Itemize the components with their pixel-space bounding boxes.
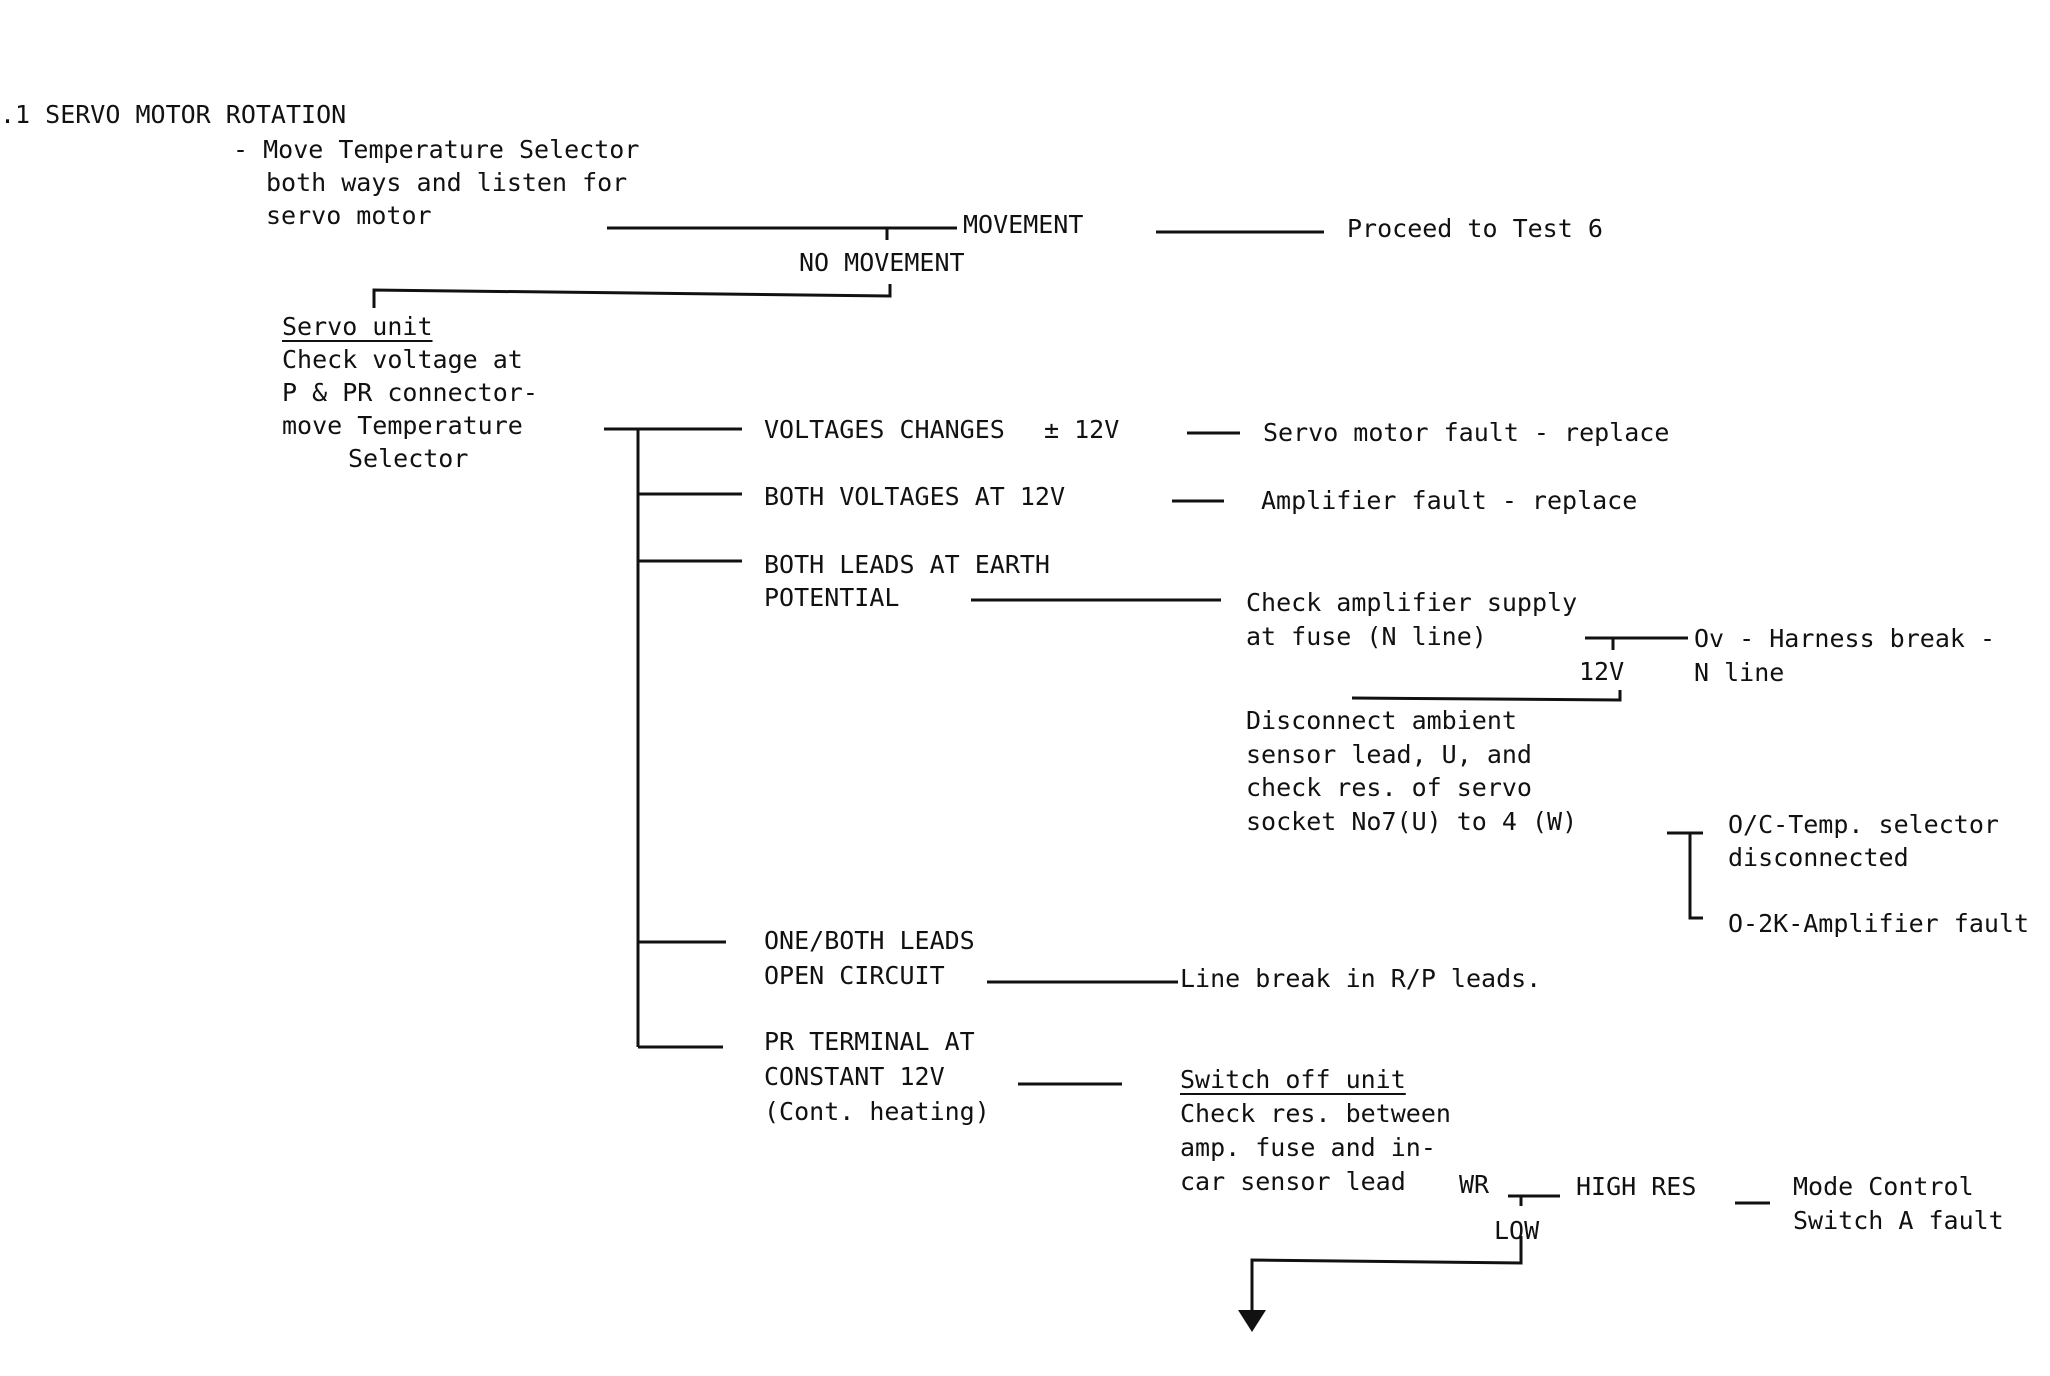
wr-label: WR — [1459, 1170, 1490, 1199]
connector-12v-disconnect — [1351, 690, 1622, 702]
branch-pr-line1: PR TERMINAL AT — [764, 1027, 975, 1056]
oc-temp-line2: disconnected — [1728, 843, 1909, 872]
branch-earth-line1: BOTH LEADS AT EARTH — [764, 550, 1050, 579]
step1-line3: servo motor — [266, 201, 432, 230]
branch-earth-line2: POTENTIAL — [764, 583, 900, 612]
servo-line2: P & PR connector- — [282, 378, 538, 407]
low-label: LOW — [1494, 1216, 1540, 1245]
disconnect-line3: check res. of servo — [1246, 773, 1532, 802]
servo-line1: Check voltage at — [282, 345, 523, 374]
branch-open-line1: ONE/BOTH LEADS — [764, 926, 975, 955]
branch-voltage-change-label: VOLTAGES CHANGES — [764, 415, 1005, 444]
mode-control-line2: Switch A fault — [1793, 1206, 2004, 1235]
proceed-label: Proceed to Test 6 — [1347, 214, 1603, 243]
check-amp-line1: Check amplifier supply — [1246, 588, 1578, 617]
disconnect-line4: socket No7(U) to 4 (W) — [1246, 807, 1578, 836]
connector-no-movement — [372, 284, 892, 308]
switch-off-heading: Switch off unit — [1180, 1065, 1406, 1094]
connector-disc-bracket — [1688, 833, 1703, 920]
movement-label: MOVEMENT — [963, 210, 1084, 239]
switch-line2: amp. fuse and in- — [1180, 1133, 1436, 1162]
o2k-amp-fault: O-2K-Amplifier fault — [1728, 909, 2030, 938]
step1-line2: both ways and listen for — [266, 168, 628, 197]
branch-voltage-change-value: ± 12V — [1044, 415, 1120, 444]
ov-harness-line1: Ov - Harness break - — [1694, 624, 1996, 653]
disconnect-line2: sensor lead, U, and — [1246, 740, 1532, 769]
high-res-label: HIGH RES — [1576, 1172, 1697, 1201]
step1-line1: - Move Temperature Selector — [233, 135, 640, 164]
check-amp-line2: at fuse (N line) — [1246, 622, 1487, 651]
servo-motor-fault: Servo motor fault - replace — [1263, 418, 1670, 447]
section-title: .1 SERVO MOTOR ROTATION — [0, 100, 347, 129]
line-break-result: Line break in R/P leads. — [1180, 964, 1542, 993]
oc-temp-line1: O/C-Temp. selector — [1728, 810, 1999, 839]
servo-heading: Servo unit — [282, 312, 433, 341]
servo-line3: move Temperature — [282, 411, 523, 440]
no-movement-label: NO MOVEMENT — [799, 248, 965, 277]
switch-line3: car sensor lead — [1180, 1167, 1406, 1196]
branch-both-12v-label: BOTH VOLTAGES AT 12V — [764, 482, 1066, 511]
branch-pr-line3: (Cont. heating) — [764, 1097, 990, 1126]
v12-label: 12V — [1579, 657, 1625, 686]
servo-line4: Selector — [348, 444, 469, 473]
amplifier-fault: Amplifier fault - replace — [1261, 486, 1638, 515]
mode-control-line1: Mode Control — [1793, 1172, 1974, 1201]
branch-pr-line2: CONSTANT 12V — [764, 1062, 945, 1091]
branch-open-line2: OPEN CIRCUIT — [764, 961, 945, 990]
disconnect-line1: Disconnect ambient — [1246, 706, 1517, 735]
ov-harness-line2: N line — [1694, 658, 1785, 687]
connector-low-down — [1250, 1236, 1523, 1320]
switch-line1: Check res. between — [1180, 1099, 1451, 1128]
